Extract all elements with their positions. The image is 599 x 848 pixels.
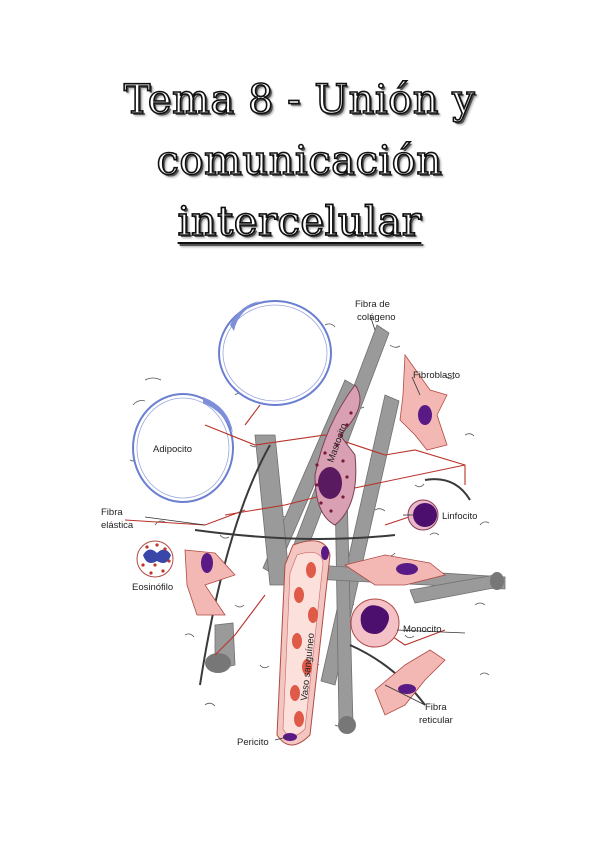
adipocyte-upper: [218, 300, 332, 406]
lymphocyte-cell: [407, 499, 439, 531]
label-fibra-elastica-2: elástica: [101, 520, 134, 531]
label-adipocito: Adipocito: [153, 444, 192, 455]
title-line-3: intercelular: [177, 198, 422, 246]
collagen-end-left: [205, 653, 231, 673]
label-pericito: Pericito: [237, 737, 269, 748]
fibroblast-cells: [184, 353, 448, 716]
connective-tissue-diagram: Fibra de colágeno Fibroblasto Adipocito …: [101, 299, 506, 748]
label-linfocito: Linfocito: [442, 511, 477, 522]
thin-fibers: [129, 323, 490, 727]
monocyte-cell: [350, 598, 400, 648]
label-fibra-reticular-2: reticular: [419, 715, 453, 726]
collagen-end-right: [490, 572, 504, 590]
mastocyte-cell: [314, 384, 361, 526]
label-monocito: Monocito: [403, 624, 442, 635]
collagen-end-bottom: [338, 716, 356, 734]
title-line-2: comunicación: [156, 137, 443, 185]
label-fibra-elastica-1: Fibra: [101, 507, 123, 518]
pericyte-nucleus: [283, 733, 297, 741]
label-fibroblasto: Fibroblasto: [413, 370, 460, 381]
title-line-1: Tema 8 - Unión y: [123, 76, 476, 124]
blood-vessel: [276, 540, 331, 746]
leader-lines: [144, 314, 466, 741]
label-fibra-colageno-2: colágeno: [357, 312, 396, 323]
adipocyte-lower: [132, 393, 234, 503]
fibroblast-nuclei: [201, 405, 432, 694]
label-fibra-reticular-1: Fibra: [425, 702, 447, 713]
label-eosinofilo: Eosinófilo: [132, 582, 173, 593]
eosinophil-cell: [136, 540, 174, 578]
label-fibra-colageno-1: Fibra de: [355, 299, 390, 310]
elastic-fibers: [194, 444, 471, 706]
page-title: Tema 8 - Unión y comunicación intercelul…: [0, 70, 599, 253]
